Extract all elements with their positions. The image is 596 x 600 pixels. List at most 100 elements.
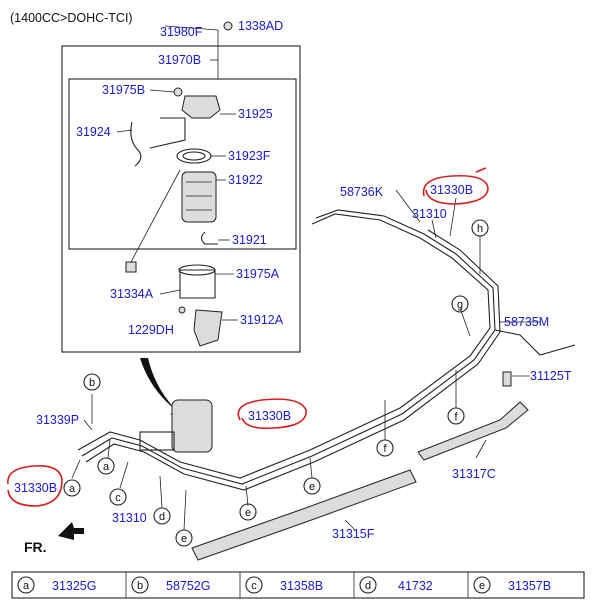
leader-58736K [395,189,421,223]
cartridge-31922 [181,171,217,223]
callout-a-left: a [63,479,81,497]
fitting-31975B [173,87,183,97]
leader-31924 [116,129,133,133]
label-31970B: 31970B [158,53,201,67]
label-58735M: 58735M [504,315,549,329]
wire-31924 [130,121,142,167]
clip-31334A [125,261,137,273]
svg-text:31357B: 31357B [508,579,551,593]
bracket-31975A [179,269,216,299]
callout-a-right: a [97,457,115,475]
svg-text:a: a [103,461,110,473]
svg-text:e: e [309,481,315,493]
ring-31923F [176,148,212,164]
callout-h: h [471,219,489,237]
fuel-filter-assembly [171,399,213,453]
svg-text:e: e [245,507,251,519]
fuel-line-1 [77,213,491,479]
bracket-31975A-rim [178,264,216,276]
label-31317C: 31317C [452,467,496,481]
highlight-31330B-mid [237,398,307,430]
leader-callout-e3 [309,457,313,479]
callout-d: d [153,507,171,525]
hose-58735M [494,329,576,356]
label-31975B: 31975B [102,83,145,97]
leader-callout-a2 [71,459,81,479]
label-31912A: 31912A [240,313,284,327]
detail-box-inner [68,78,297,250]
leader-31310-top [431,219,437,239]
label-31315F: 31315F [332,527,375,541]
leader-callout-g [459,307,471,337]
engine-spec-header: (1400CC>DOHC-TCI) [10,11,133,25]
svg-text:31358B: 31358B [280,579,323,593]
leader-callout-a1 [107,439,111,459]
svg-text:e: e [479,580,485,592]
highlight-31330B-left [7,464,63,507]
leader-callout-e2 [245,485,249,507]
svg-text:31325G: 31325G [52,579,96,593]
leader-callout-d [159,475,163,509]
callout-c: c [109,488,127,506]
leader-31975B [149,89,175,93]
highlight-tick-top [475,167,487,173]
label-1338AD: 1338AD [238,19,283,33]
label-31922: 31922 [228,173,263,187]
fuel-line-2 [81,209,496,485]
callout-e3: e [303,477,321,495]
label-58736K: 58736K [340,185,384,199]
label-31980F: 31980F [160,25,203,39]
guide-line-1 [130,169,181,263]
svg-text:58752G: 58752G [166,579,210,593]
svg-text:a: a [69,483,76,495]
legend-cell-c: c 31358B [245,576,323,594]
callout-g: g [451,295,469,313]
ring-31923F-inner [182,151,206,161]
callout-f1: f [376,439,394,457]
front-arrow-icon [58,522,84,540]
leader-callout-e1 [183,489,187,531]
svg-text:b: b [89,377,95,389]
svg-text:c: c [115,492,121,504]
legend-cell-a: a 31325G [17,576,96,594]
legend-border [11,571,585,599]
leader-31315F [344,519,356,531]
label-31975A: 31975A [236,267,280,281]
legend-cell-b: b 58752G [131,576,210,594]
svg-text:d: d [159,511,165,523]
svg-text:41732: 41732 [398,579,433,593]
leader-31334A [159,289,181,295]
bracket-31912A [193,309,223,347]
leader-callout-c [119,461,129,489]
leader-1338AD [164,25,219,31]
label-31310-bottom: 31310 [112,511,147,525]
label-31339P: 31339P [36,413,79,427]
callout-e2: e [239,503,257,521]
label-31924: 31924 [76,125,111,139]
bolt-1338AD [223,21,233,31]
legend-table: a 31325G b 58752G c 31358B d 41732 e 313… [11,571,585,599]
svg-text:b: b [137,580,143,592]
detail-box-outer [61,45,301,353]
bracket-31924 [149,117,186,149]
bracket-31317C [417,401,529,461]
label-31330B-top: 31330B [430,183,473,197]
sensor-31921 [200,231,218,245]
label-31310-top: 31310 [412,207,447,221]
bracket-31315F [191,469,417,561]
svg-text:h: h [477,223,483,235]
fuel-line-3 [85,229,501,491]
filter-mount [139,431,175,451]
label-31330B-mid: 31330B [248,409,291,423]
svg-text:d: d [365,580,371,592]
callout-f2: f [447,407,465,425]
svg-text:f: f [454,411,458,423]
legend-cell-e: e 31357B [473,576,551,594]
label-31330B-left: 31330B [14,481,57,495]
svg-text:c: c [251,580,257,592]
bolt-1229DH [178,306,186,314]
highlight-31330B-top [422,174,489,205]
legend-cell-d: d 41732 [359,576,433,594]
